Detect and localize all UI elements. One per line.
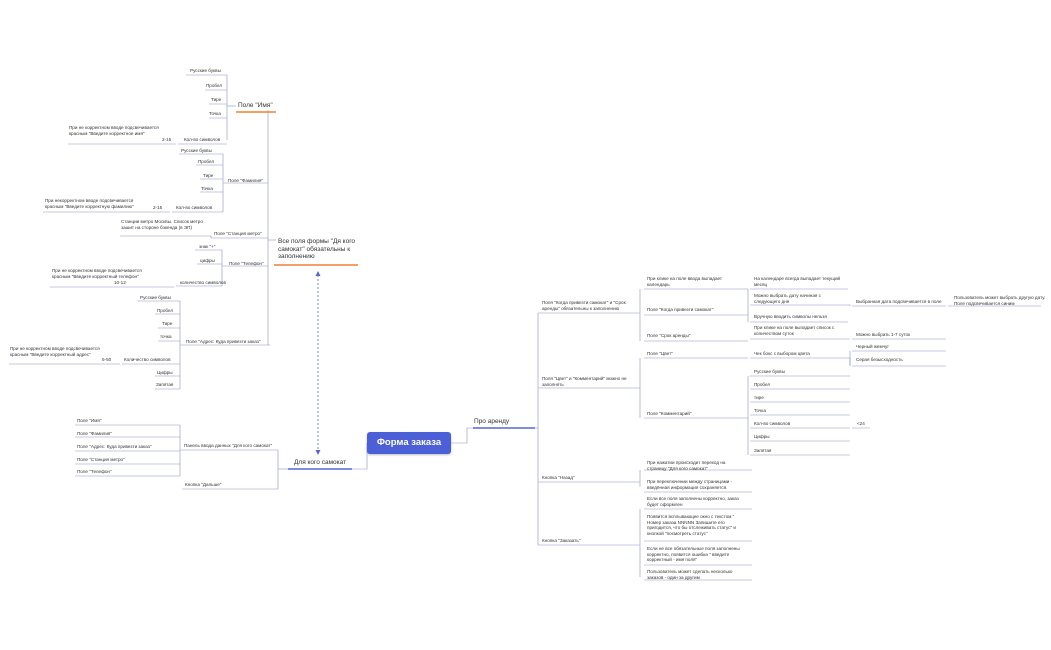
connector bbox=[179, 153, 224, 212]
when-field-topic[interactable]: Поле "Когда привезти самокат" bbox=[647, 307, 714, 312]
surname-rule-dash: Тире bbox=[203, 173, 214, 178]
for-whom-topic[interactable]: Для кого самокат bbox=[294, 459, 347, 466]
name-rule-dash: Тире bbox=[211, 97, 222, 102]
address-range: 5-50 bbox=[102, 357, 112, 362]
surname-rule-space: Пробел bbox=[198, 159, 215, 164]
comment-field-topic[interactable]: Поле "Комментарий" bbox=[647, 411, 692, 416]
connector bbox=[180, 449, 279, 469]
phone-rule-digits: цифры bbox=[200, 258, 215, 263]
phone-error-note: При не корректном вводе подсвечивается к… bbox=[52, 268, 142, 279]
when-calendar-note: При клике на поле ввода выпадает календа… bbox=[647, 276, 723, 287]
connector bbox=[195, 249, 223, 286]
back-note-transition: При нажатии происходит переход на страни… bbox=[647, 460, 726, 471]
color-field-topic[interactable]: Поле "Цвет" bbox=[647, 351, 673, 356]
surname-rule-russian: Русские буквы bbox=[181, 148, 212, 153]
connector bbox=[182, 469, 279, 490]
comment-rule-dash: тире bbox=[754, 395, 764, 400]
address-rule-space: Пробел bbox=[157, 308, 174, 313]
surname-count: Кол-во символов bbox=[176, 205, 213, 210]
date-choice-note: Можно выбрать дату начиная с следующего … bbox=[754, 293, 821, 304]
comment-range: <24 bbox=[857, 421, 865, 426]
address-rule-dot: точка bbox=[160, 334, 172, 339]
manual-input-note: Вручную вводить символы нельзя bbox=[754, 314, 827, 319]
surname-rule-dot: Точка bbox=[201, 186, 213, 191]
metro-note: Станции метро Москвы. Список метро зашит… bbox=[121, 219, 203, 230]
color-checkbox-note: Чек бокс с выбором цвета bbox=[754, 351, 810, 356]
metro-field-topic[interactable]: Поле "Станция метро" bbox=[214, 231, 262, 236]
name-rule-dot: Точка bbox=[209, 111, 221, 116]
comment-rule-russian: Русские буквы bbox=[754, 369, 785, 374]
surname-field-topic[interactable]: Поле "Фамилия" bbox=[228, 178, 264, 183]
panel-field-phone: Поле "Телефон" bbox=[77, 469, 112, 474]
panel-field-surname: Поле "Фамилия" bbox=[77, 431, 113, 436]
connector bbox=[352, 443, 368, 470]
address-error-note: При не корректном вводе подсвечивается к… bbox=[10, 346, 100, 357]
panel-field-metro: Поле "Станция метро" bbox=[77, 457, 125, 462]
rent-topic[interactable]: Про аренду bbox=[474, 418, 510, 425]
surname-error-note: При некорректном вводе подсвечивается кр… bbox=[45, 198, 134, 209]
name-range: 2-15 bbox=[162, 137, 172, 142]
connector bbox=[137, 300, 181, 389]
name-count: Кол-во символов bbox=[184, 137, 221, 142]
address-count: Количество символов bbox=[124, 357, 171, 362]
address-rule-comma: Запятая bbox=[156, 382, 174, 387]
date-highlight-note: Выбранная дата подсвечивается в поле bbox=[856, 299, 942, 304]
panel-field-address: Поле "Адрес: Куда привезти заказ" bbox=[77, 444, 152, 449]
root-topic[interactable]: Форма заказа bbox=[367, 432, 451, 454]
panel-field-name: Поле "Имя" bbox=[77, 418, 102, 423]
back-button-topic[interactable]: Кнопка "Назад" bbox=[542, 475, 575, 480]
panel-topic[interactable]: Панель ввода данных "Для кого самокат" bbox=[184, 443, 273, 448]
back-note-saved: При переключении между страницами - введ… bbox=[647, 479, 733, 490]
comment-rule-space: Пробел bbox=[754, 382, 771, 387]
calendar-note: На календаре всегда выпадает текущий мес… bbox=[754, 276, 841, 287]
order-note-error: Если не все обязательные поля заполнены … bbox=[647, 546, 740, 563]
comment-rule-digits: Цифры bbox=[754, 434, 770, 439]
surname-range: 2-15 bbox=[153, 205, 163, 210]
color-option-black: Черный жемчуг bbox=[856, 344, 890, 349]
connector bbox=[451, 427, 473, 444]
required-note-topic[interactable]: Все поля формы "Дя кого самокат" обязате… bbox=[278, 238, 356, 260]
optional-group-topic[interactable]: Поля "Цвет" и "Комментарий" можно не зап… bbox=[542, 376, 627, 387]
name-rule-space: Пробел bbox=[206, 83, 223, 88]
address-field-topic[interactable]: Поле "Адрес: Куда привезти заказ" bbox=[186, 339, 261, 344]
phone-rule-plus: знак "+" bbox=[199, 244, 216, 249]
relation-arrow-top-icon bbox=[315, 271, 321, 276]
required-group-topic[interactable]: Поля "Когда привезти самокат" и "Срок ар… bbox=[542, 300, 626, 311]
name-error-note: При не корректном вводе подсвечивается к… bbox=[69, 125, 159, 136]
order-button-topic[interactable]: Кнопка "Заказать" bbox=[542, 538, 581, 543]
phone-count: количество символов bbox=[180, 280, 226, 285]
comment-rule-comma: Запятая bbox=[754, 448, 772, 453]
connector bbox=[750, 304, 851, 306]
name-field-topic[interactable]: Поле "Имя" bbox=[238, 102, 273, 109]
color-option-grey: Серая безысходность bbox=[856, 357, 903, 362]
connector bbox=[120, 235, 268, 239]
address-rule-russian: Русские буквы bbox=[140, 295, 171, 300]
order-note-popup: Появится всплывающее окно с текстом " Но… bbox=[647, 514, 736, 536]
order-note-success: Если все поля заполнены корректно, заказ… bbox=[647, 496, 739, 507]
term-choice-note: Можно выбрать 1-7 суток bbox=[856, 332, 911, 337]
phone-range: 10-12 bbox=[114, 280, 126, 285]
address-rule-digits: Цифры bbox=[157, 370, 173, 375]
connector bbox=[750, 357, 851, 366]
next-button-topic[interactable]: Кнопка "Дальше" bbox=[185, 482, 222, 487]
date-other-note: Пользователь может выбрать другую дату. … bbox=[954, 295, 1046, 306]
name-rule-russian: Русские буквы bbox=[190, 68, 221, 73]
relation-arrow-bottom-icon bbox=[315, 450, 321, 455]
term-list-note: При клике на поле выпадает список с коли… bbox=[754, 325, 835, 336]
phone-field-topic[interactable]: Поле "Телефон" bbox=[229, 261, 264, 266]
comment-count: Кол-во символов bbox=[754, 421, 791, 426]
comment-rule-dot: Точка bbox=[754, 408, 766, 413]
term-field-topic[interactable]: Поле "Срок аренды" bbox=[647, 333, 691, 338]
connector bbox=[186, 74, 228, 140]
address-rule-dash: Тире bbox=[162, 321, 173, 326]
order-note-multiple: Пользователь может сделать несколько зак… bbox=[647, 569, 733, 580]
